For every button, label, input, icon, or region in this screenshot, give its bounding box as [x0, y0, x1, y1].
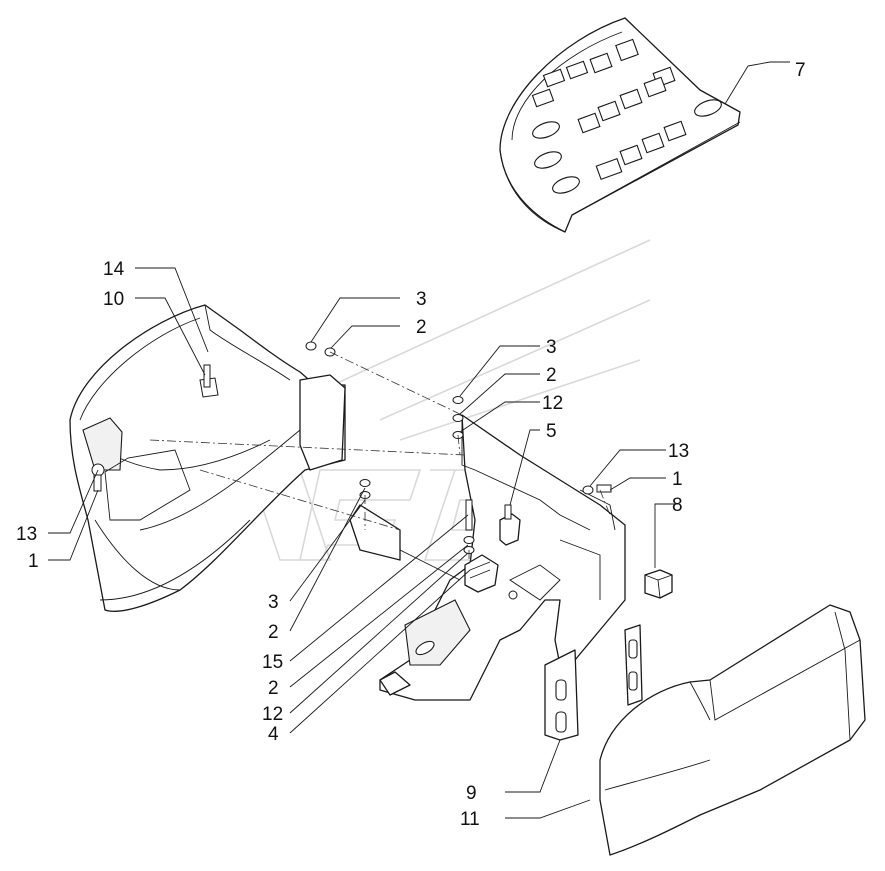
- callout-10: 10: [103, 289, 124, 310]
- callout-13-b: 13: [16, 524, 37, 545]
- callout-12-a: 12: [542, 393, 563, 414]
- alignment-lines: [149, 351, 611, 565]
- leader-lines: [48, 61, 790, 819]
- callout-2-b: 2: [546, 365, 557, 386]
- callout-15: 15: [262, 652, 283, 673]
- callout-8: 8: [672, 495, 683, 516]
- connector: [464, 554, 499, 593]
- callout-3-a: 3: [416, 289, 427, 310]
- callout-14: 14: [103, 259, 125, 280]
- left-shroud-part: [69, 304, 346, 612]
- relay-part-8: [644, 569, 673, 599]
- relay-part-5: [499, 504, 521, 546]
- callout-3-b: 3: [546, 337, 557, 358]
- callout-1-a: 1: [672, 469, 683, 490]
- right-shroud-part-11: [599, 604, 866, 856]
- callout-2-d: 2: [268, 678, 279, 699]
- callout-2-c: 2: [268, 622, 279, 643]
- callout-9: 9: [466, 783, 477, 804]
- callout-4: 4: [268, 724, 279, 745]
- callout-13-a: 13: [668, 441, 689, 462]
- callout-7: 7: [795, 60, 806, 81]
- main-bracket-frame: [349, 414, 643, 741]
- callout-3-c: 3: [268, 592, 279, 613]
- callout-5: 5: [546, 421, 557, 442]
- floor-mat-part-7: [499, 17, 741, 233]
- callout-11: 11: [460, 809, 480, 830]
- callout-2-a: 2: [416, 317, 427, 338]
- callout-12-b: 12: [262, 704, 283, 725]
- mat-slots: [531, 38, 722, 194]
- callout-1-b: 1: [28, 551, 39, 572]
- callout-labels: 7 14 10 3 2 3 2 12 5 13 1 8 13 1 3 2 15 …: [16, 60, 806, 830]
